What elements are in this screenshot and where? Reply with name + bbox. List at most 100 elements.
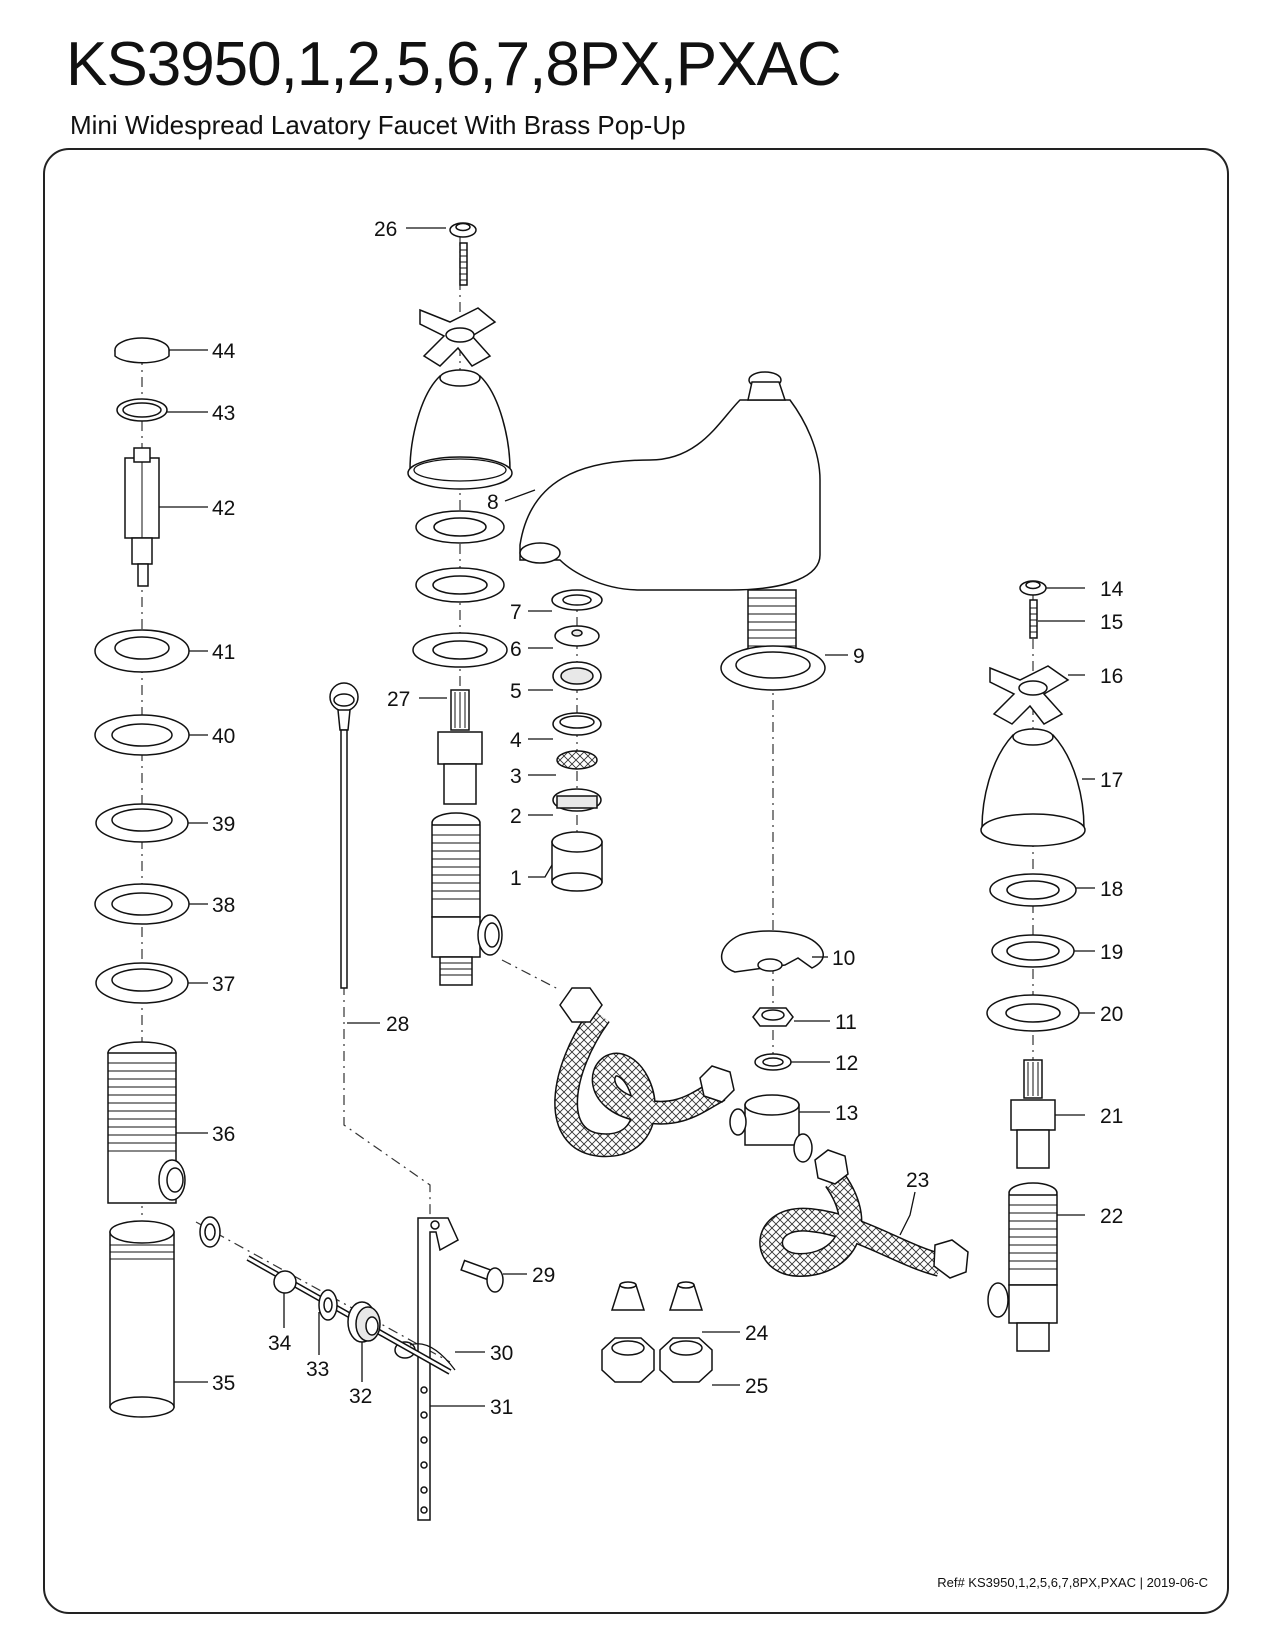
part-18-ring (989, 873, 1077, 907)
part-15-handle-screw (1029, 599, 1038, 639)
callout-15: 15 (1100, 611, 1123, 634)
part-37-locknut (95, 962, 189, 1004)
callout-31: 31 (490, 1396, 513, 1419)
callout-19: 19 (1100, 941, 1123, 964)
part-41-drain-flange (94, 629, 190, 673)
part-6-insert (554, 625, 600, 647)
callout-26: 26 (374, 218, 397, 241)
callout-42: 42 (212, 497, 235, 520)
callout-3: 3 (510, 765, 522, 788)
part-38-gasket (94, 883, 190, 925)
part-11-hex-nut (752, 1007, 794, 1027)
document-reference: Ref# KS3950,1,2,5,6,7,8PX,PXAC | 2019-06… (937, 1575, 1208, 1590)
part-19-ring (991, 934, 1075, 968)
callout-43: 43 (212, 402, 235, 425)
callout-32: 32 (349, 1385, 372, 1408)
part-13-tee (729, 1094, 813, 1163)
part-42-stopper-body (124, 447, 160, 587)
part-2-aerator-cage (552, 788, 602, 812)
callout-29: 29 (532, 1264, 555, 1287)
callout-12: 12 (835, 1052, 858, 1075)
callout-21: 21 (1100, 1105, 1123, 1128)
part-43-o-ring (116, 398, 168, 422)
callout-39: 39 (212, 813, 235, 836)
callout-40: 40 (212, 725, 235, 748)
callout-22: 22 (1100, 1205, 1123, 1228)
part-3-mesh (556, 750, 598, 770)
callout-9: 9 (853, 645, 865, 668)
hot-trim-ring-a (415, 510, 505, 544)
callout-2: 2 (510, 805, 522, 828)
diagram-frame (43, 148, 1229, 1614)
part-35-tailpiece (109, 1220, 175, 1418)
part-36-drain-body (107, 1041, 186, 1204)
hot-flange (412, 632, 508, 668)
callout-11: 11 (835, 1011, 857, 1034)
leader-lines (159, 227, 1095, 1407)
part-22-cold-valve-body (987, 1182, 1058, 1352)
callout-25: 25 (745, 1375, 768, 1398)
callout-30: 30 (490, 1342, 513, 1365)
part-25-compression-nuts (601, 1337, 713, 1383)
callout-23: 23 (906, 1169, 929, 1192)
part-29-clevis-screw (460, 1259, 504, 1293)
part-26-index-button (449, 222, 477, 238)
pivot-ball-seal (199, 1216, 221, 1248)
part-20-flange (986, 994, 1080, 1032)
hot-trim-ring-b (415, 567, 505, 603)
part-9-spout-flange (720, 645, 826, 691)
part-7-washer (551, 589, 603, 611)
part-17-cold-bonnet (980, 728, 1086, 847)
callout-20: 20 (1100, 1003, 1123, 1026)
callout-4: 4 (510, 729, 522, 752)
part-21-cartridge (1010, 1059, 1056, 1169)
hot-supply-hose (554, 987, 735, 1158)
part-12-washer (754, 1053, 792, 1071)
hot-valve-body (431, 812, 503, 986)
part-31-clevis-strap (417, 1217, 459, 1521)
callout-18: 18 (1100, 878, 1123, 901)
callout-13: 13 (835, 1102, 858, 1125)
callout-16: 16 (1100, 665, 1123, 688)
part-24-ferrules (610, 1281, 704, 1311)
callout-labels: 1 2 3 4 5 6 7 8 9 10 11 12 13 14 15 16 1… (212, 218, 1124, 1419)
part-4-ring (552, 712, 602, 736)
callout-41: 41 (212, 641, 235, 664)
part-39-washer (95, 803, 189, 843)
callout-33: 33 (306, 1358, 329, 1381)
part-40-gasket (94, 714, 190, 756)
part-27-cartridge (437, 689, 483, 805)
part-1-aerator-housing (551, 831, 603, 892)
callout-44: 44 (212, 340, 236, 363)
callout-36: 36 (212, 1123, 235, 1146)
callout-1: 1 (510, 867, 522, 890)
part-28-lift-rod (329, 682, 359, 989)
callout-37: 37 (212, 973, 235, 996)
callout-35: 35 (212, 1372, 235, 1395)
callout-27: 27 (387, 688, 410, 711)
part-handle-screw (459, 242, 468, 286)
part-10-horseshoe-washer (720, 930, 824, 973)
callout-14: 14 (1100, 578, 1124, 601)
hot-bonnet (407, 369, 513, 490)
part-23-cold-supply-hose (759, 1149, 969, 1279)
callout-10: 10 (832, 947, 855, 970)
hot-cross-handle (419, 307, 497, 367)
part-14-index-button (1019, 580, 1047, 596)
callout-5: 5 (510, 680, 522, 703)
callout-17: 17 (1100, 769, 1123, 792)
page-subtitle: Mini Widespread Lavatory Faucet With Bra… (70, 110, 686, 140)
callout-8: 8 (487, 491, 499, 514)
part-16-cold-cross-handle (989, 665, 1070, 725)
page-title: KS3950,1,2,5,6,7,8PX,PXAC (66, 30, 842, 99)
callout-24: 24 (745, 1322, 769, 1345)
callout-7: 7 (510, 601, 522, 624)
part-32-pivot-nut (347, 1301, 381, 1343)
callout-6: 6 (510, 638, 522, 661)
callout-28: 28 (386, 1013, 409, 1036)
part-8-spout (519, 371, 821, 671)
part-33-pivot-washer (318, 1289, 338, 1321)
callout-38: 38 (212, 894, 235, 917)
callout-34: 34 (268, 1332, 292, 1355)
